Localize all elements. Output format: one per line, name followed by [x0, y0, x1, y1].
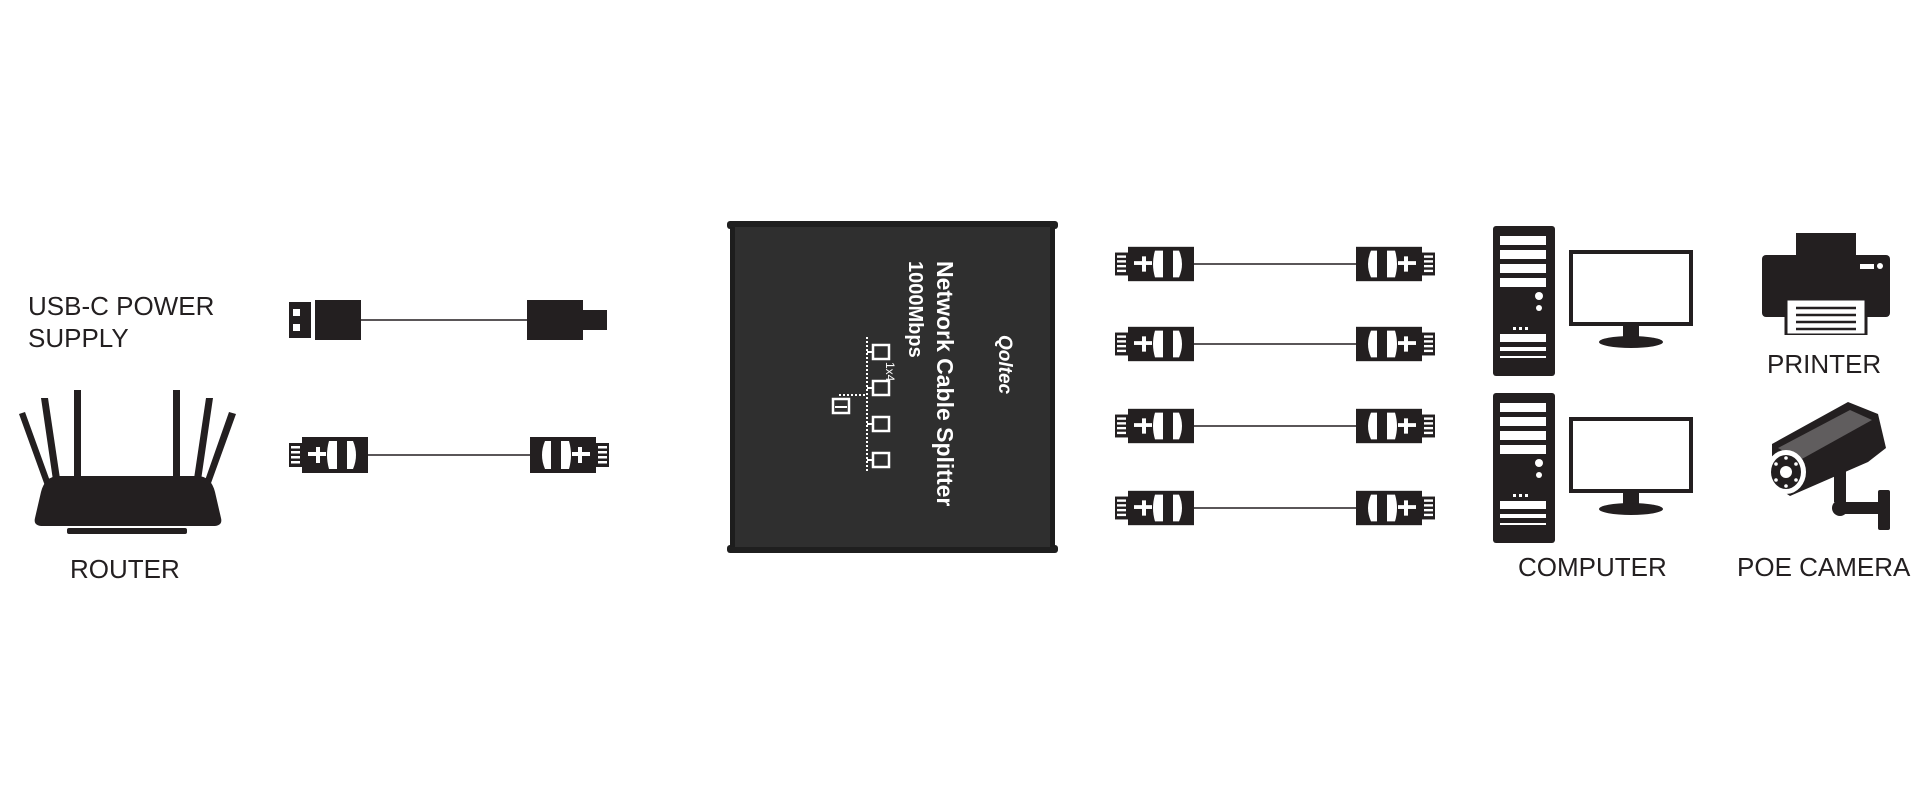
- computer-icon: [1493, 393, 1693, 543]
- ethernet-cable-icon: [1115, 487, 1435, 529]
- splitter-ports: 1x4: [883, 362, 897, 382]
- security-camera-icon: [1760, 398, 1892, 536]
- ethernet-cable-icon: [1115, 323, 1435, 365]
- splitter-device: Network Cable Splitter 1000Mbps 1x4 Qolt…: [727, 221, 1058, 553]
- ethernet-cable-icon: [1115, 243, 1435, 285]
- usb-power-label-line1: USB-C POWER: [28, 291, 215, 321]
- ethernet-cable-icon: [1115, 405, 1435, 447]
- brand-logo: Qoltec: [994, 335, 1015, 395]
- usb-power-label-line2: SUPPLY: [28, 323, 129, 353]
- computer-icon: [1493, 226, 1693, 376]
- splitter-speed: 1000Mbps: [904, 261, 926, 358]
- splitter-title: Network Cable Splitter: [932, 261, 958, 506]
- splitter-body: [730, 227, 1055, 547]
- usb-cable-icon: [289, 297, 609, 343]
- ethernet-cable-icon: [289, 433, 609, 477]
- router-icon: [15, 388, 240, 536]
- port-diagram-icon: [831, 337, 891, 471]
- printer-icon: [1762, 233, 1890, 335]
- poe-camera-label: POE CAMERA: [1737, 552, 1911, 582]
- computer-label: COMPUTER: [1518, 552, 1667, 582]
- printer-label: PRINTER: [1767, 349, 1882, 379]
- router-label: ROUTER: [70, 554, 180, 584]
